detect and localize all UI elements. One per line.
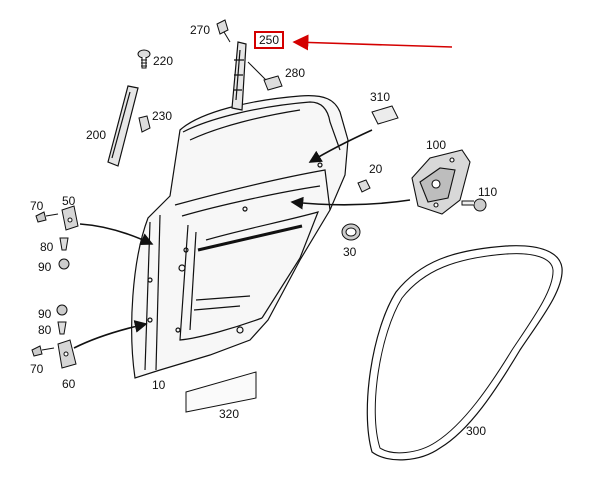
label-part-20: 20 — [369, 162, 383, 176]
label-part-200: 200 — [86, 128, 107, 142]
label-part-30: 30 — [343, 245, 357, 259]
upper-hinge — [61, 205, 79, 231]
label-part-80-upper: 80 — [40, 240, 54, 254]
label-part-100: 100 — [426, 138, 447, 152]
pin-upper — [59, 237, 69, 251]
leader-arrows — [73, 129, 411, 349]
cap-upper — [58, 258, 70, 270]
trim-bracket — [247, 61, 283, 91]
label-part-10: 10 — [152, 378, 166, 392]
lower-hinge — [57, 339, 77, 369]
lock-screw — [461, 198, 487, 212]
pin-lower — [57, 321, 67, 335]
label-part-90-upper: 90 — [38, 260, 52, 274]
door-shell — [131, 95, 349, 379]
label-part-320: 320 — [219, 407, 240, 421]
grommet — [341, 223, 361, 241]
label-part-90-lower: 90 — [38, 307, 52, 321]
window-trim-front — [107, 85, 139, 167]
label-part-110: 110 — [478, 185, 498, 199]
label-part-60: 60 — [62, 377, 76, 391]
label-part-250: 250 — [254, 31, 285, 49]
label-part-50: 50 — [62, 194, 76, 208]
door-seal — [366, 245, 563, 461]
label-part-300: 300 — [466, 424, 487, 438]
label-part-220: 220 — [153, 54, 174, 68]
label-part-70-lower: 70 — [30, 362, 44, 376]
label-part-280: 280 — [285, 66, 306, 80]
label-part-270: 270 — [190, 23, 211, 37]
insulation-pad — [185, 371, 257, 413]
foam-pad — [371, 105, 399, 125]
clip — [357, 179, 371, 193]
hinge-bolt-upper — [35, 211, 59, 223]
hinge-bolt-lower — [31, 345, 55, 357]
lock-mechanism — [411, 149, 471, 215]
label-part-80-lower: 80 — [38, 323, 52, 337]
label-part-230: 230 — [152, 109, 173, 123]
trim-fastener — [138, 115, 151, 133]
rear-trim-clip — [216, 19, 231, 43]
label-part-310: 310 — [370, 90, 391, 104]
window-trim-rear — [231, 41, 247, 111]
cap-lower — [56, 304, 68, 316]
trim-clip — [137, 49, 151, 69]
highlight-arrow — [292, 34, 453, 51]
label-part-70-upper: 70 — [30, 199, 44, 213]
